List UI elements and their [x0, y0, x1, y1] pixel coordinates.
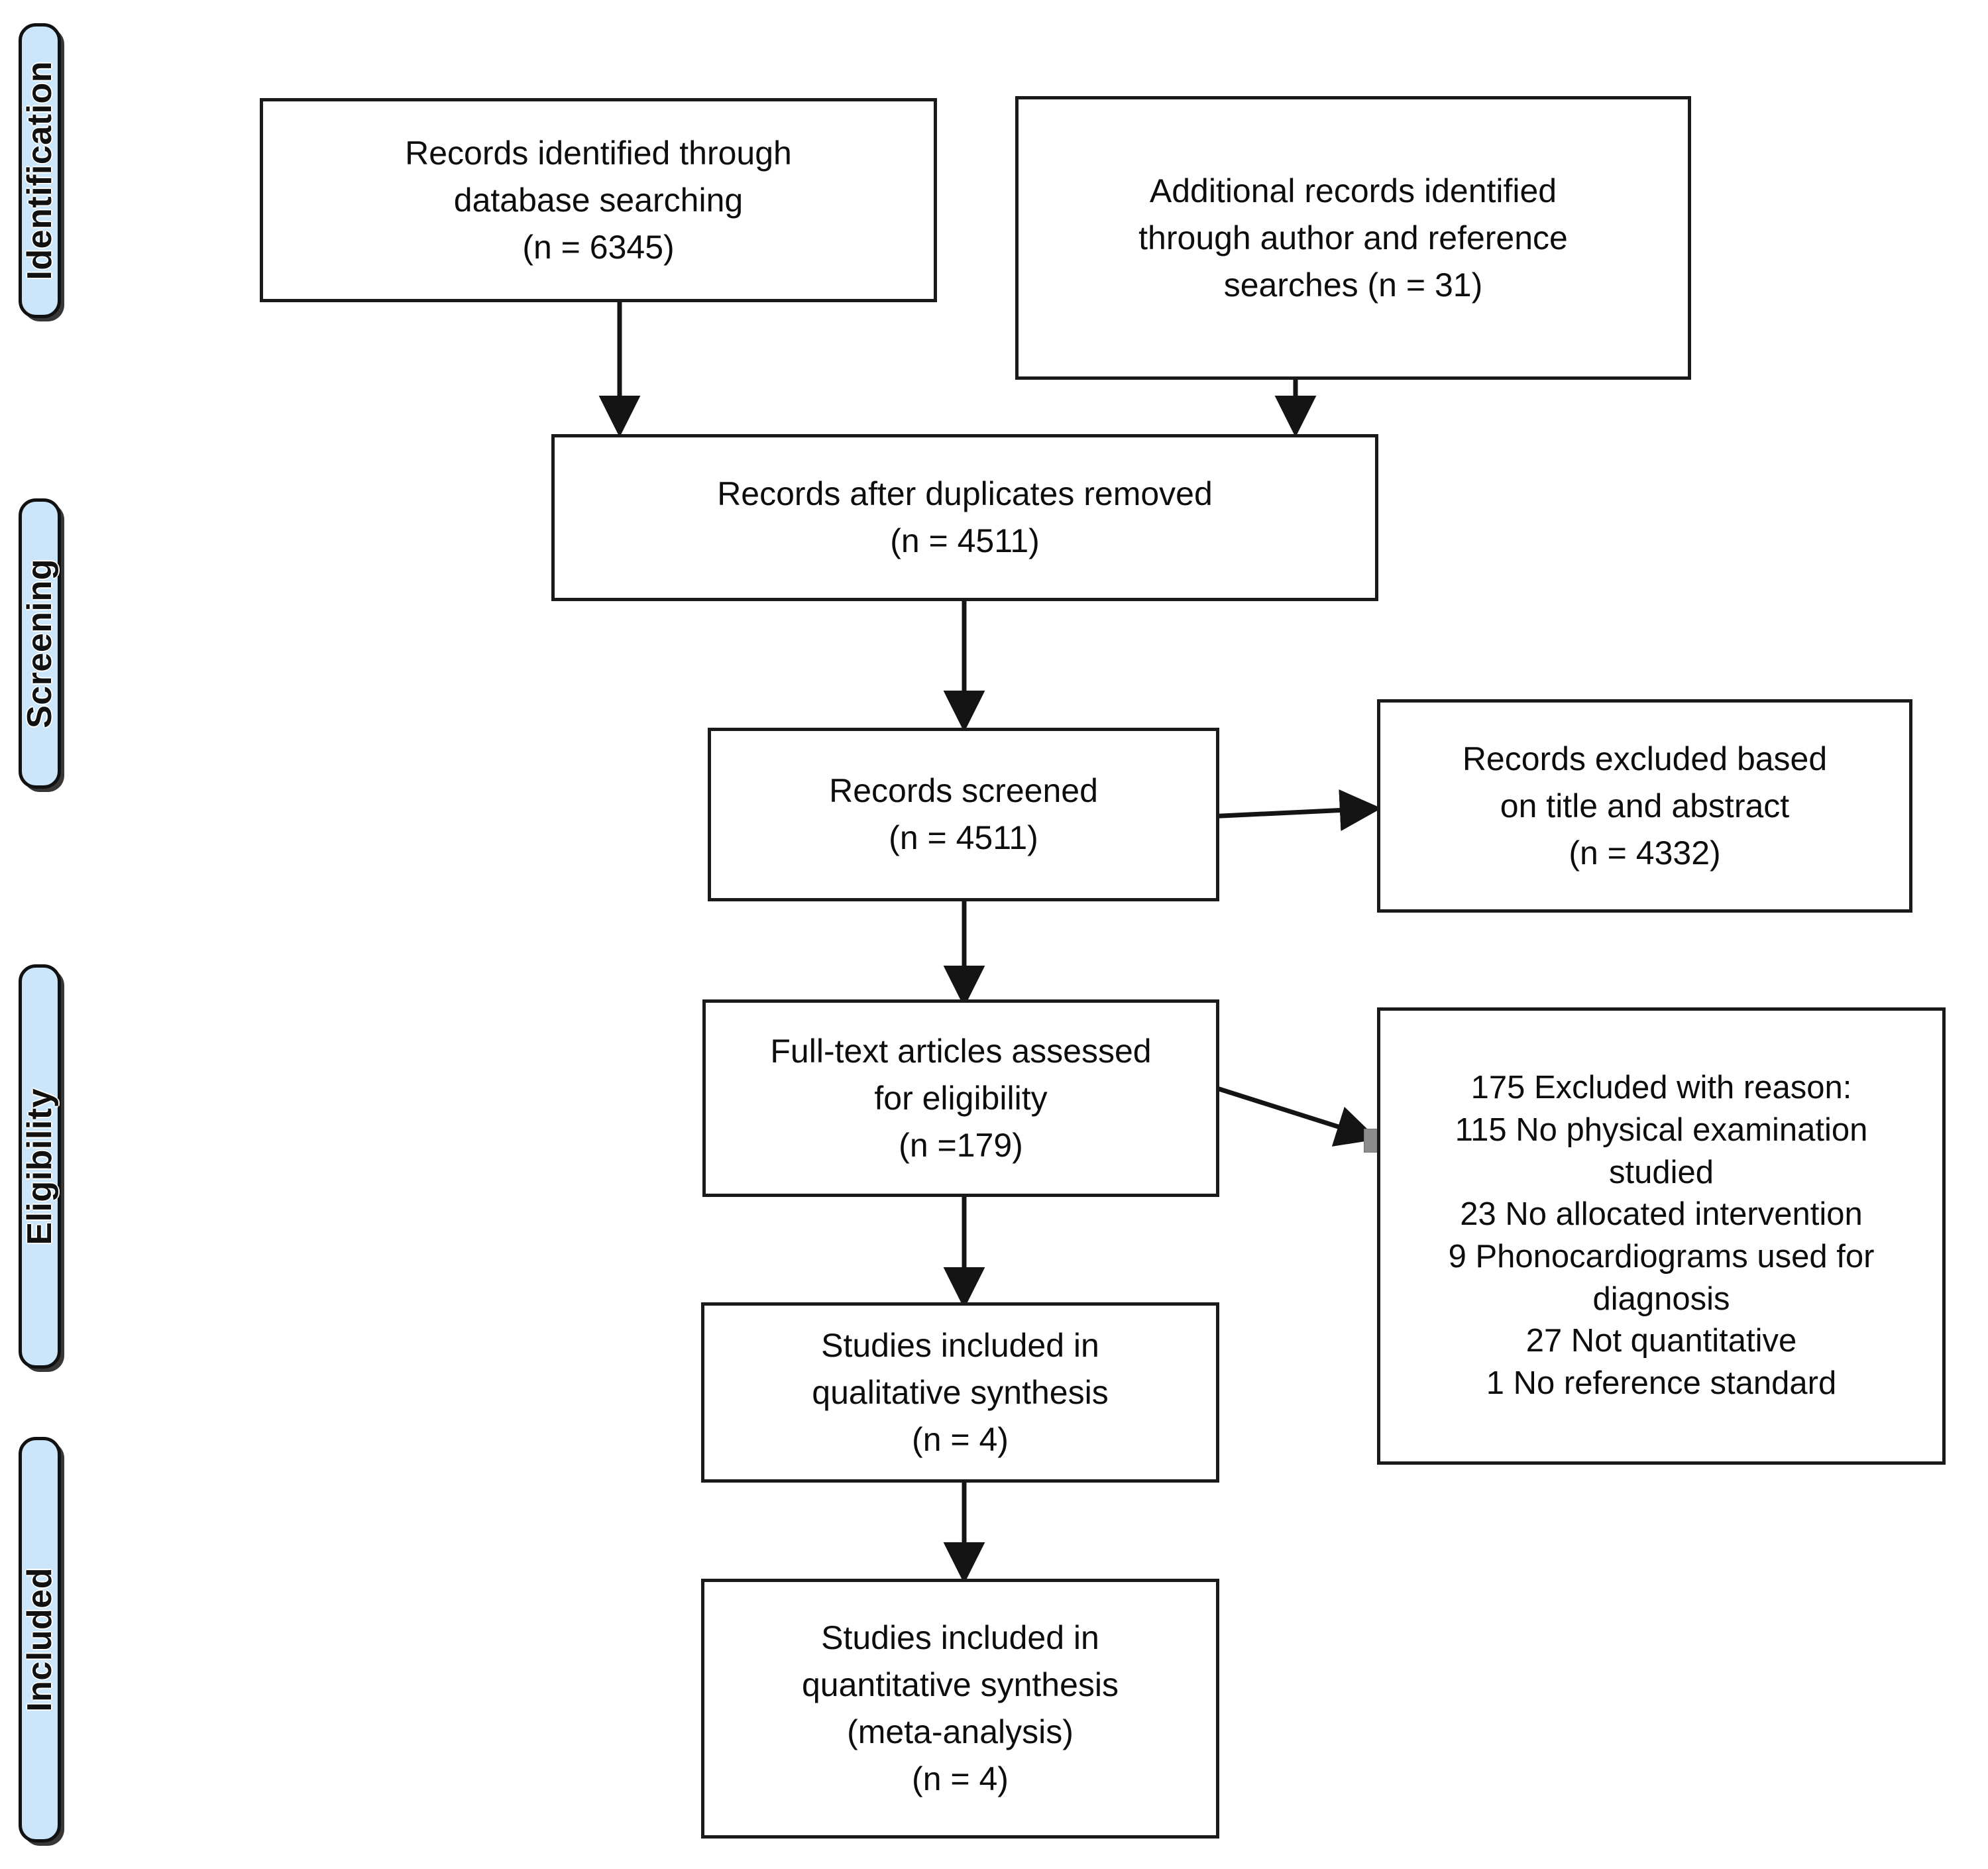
phase-label-screening-text: Screening: [21, 559, 59, 728]
phase-label-eligibility: Eligibility: [19, 964, 61, 1369]
phase-label-included-text: Included: [21, 1567, 59, 1712]
arrow-screened-to-excluded: [1207, 789, 1382, 831]
phase-label-screening: Screening: [19, 498, 61, 789]
box-excluded-with-reason: 175 Excluded with reason: 115 No physica…: [1377, 1007, 1946, 1465]
box-records-excluded-title-abstract-text: Records excluded based on title and abst…: [1462, 740, 1828, 872]
box-fulltext-assessed: Full-text articles assessed for eligibil…: [702, 999, 1219, 1197]
box-records-after-duplicates: Records after duplicates removed (n = 45…: [551, 434, 1378, 601]
box-fulltext-assessed-text: Full-text articles assessed for eligibil…: [770, 1032, 1152, 1164]
phase-label-included: Included: [19, 1437, 61, 1842]
box-additional-records-text: Additional records identified through au…: [1138, 172, 1568, 304]
box-quantitative-synthesis-text: Studies included in quantitative synthes…: [801, 1619, 1119, 1797]
box-excluded-with-reason-text: 175 Excluded with reason: 115 No physica…: [1448, 1070, 1875, 1402]
box-additional-records: Additional records identified through au…: [1015, 96, 1691, 380]
box-records-after-duplicates-text: Records after duplicates removed (n = 45…: [717, 475, 1213, 559]
phase-label-identification: Identification: [19, 23, 61, 318]
phase-label-identification-text: Identification: [21, 61, 59, 280]
box-records-screened-text: Records screened (n = 4511): [829, 772, 1098, 856]
arrow-fulltext-to-excluded-reasons: [1211, 1084, 1378, 1147]
box-records-screened: Records screened (n = 4511): [708, 728, 1219, 901]
phase-label-eligibility-text: Eligibility: [21, 1088, 59, 1245]
box-quantitative-synthesis: Studies included in quantitative synthes…: [701, 1579, 1219, 1839]
box-qualitative-synthesis-text: Studies included in qualitative synthesi…: [812, 1326, 1109, 1458]
box-records-identified-database: Records identified through database sear…: [260, 98, 937, 302]
box-records-excluded-title-abstract: Records excluded based on title and abst…: [1377, 699, 1912, 913]
box-qualitative-synthesis: Studies included in qualitative synthesi…: [701, 1302, 1219, 1483]
box-records-identified-database-text: Records identified through database sear…: [405, 134, 792, 266]
